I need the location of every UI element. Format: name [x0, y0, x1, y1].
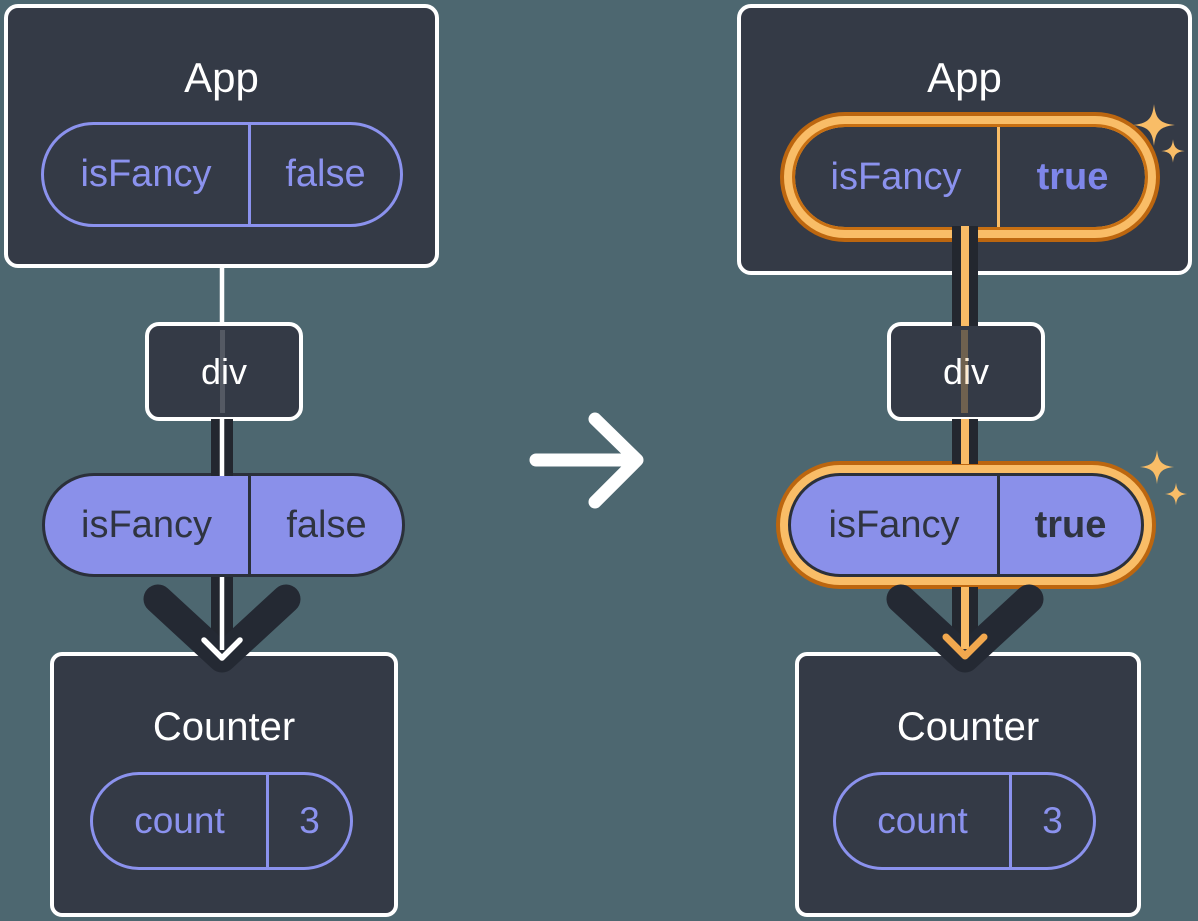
app-title: App	[184, 54, 259, 101]
div-element-box-after: div	[887, 322, 1045, 421]
sparkle-icon	[1164, 482, 1188, 506]
state-value-label: 3	[266, 775, 350, 867]
prop-key-label: isFancy	[80, 153, 212, 195]
arrow-down-icon	[143, 584, 301, 673]
app-title: App	[927, 54, 1002, 101]
pass-through-line	[961, 330, 968, 413]
div-label: div	[942, 350, 990, 392]
div-label: div	[200, 350, 248, 392]
passed-prop-pill-before: isFancy false	[42, 473, 405, 577]
prop-key-label: isFancy	[828, 503, 960, 546]
pass-through-line	[220, 330, 225, 413]
app-prop-pill-before: isFancy false	[41, 122, 403, 227]
div-element-box-before: div	[145, 322, 303, 421]
prop-value-label: false	[248, 476, 402, 574]
sparkle-icon	[1139, 449, 1175, 485]
prop-key-label: isFancy	[830, 155, 962, 198]
counter-state-pill-before: count 3	[90, 772, 353, 870]
state-key-label: count	[877, 800, 968, 841]
arrow-right-icon	[529, 412, 644, 509]
passed-prop-pill-after-highlighted: isFancy true	[788, 473, 1144, 577]
counter-title: Counter	[152, 705, 296, 749]
state-key-label: count	[134, 800, 225, 841]
sparkles-middle	[1139, 449, 1188, 506]
prop-value-label: true	[997, 127, 1145, 227]
arrow-down-icon	[886, 584, 1044, 673]
counter-title: Counter	[896, 705, 1040, 749]
app-prop-pill-after-highlighted: isFancy true	[795, 127, 1145, 227]
prop-value-label: false	[248, 125, 400, 224]
prop-value-label: true	[997, 476, 1141, 574]
counter-state-pill-after: count 3	[833, 772, 1096, 870]
prop-key-label: isFancy	[81, 503, 212, 546]
state-value-label: 3	[1009, 775, 1093, 867]
